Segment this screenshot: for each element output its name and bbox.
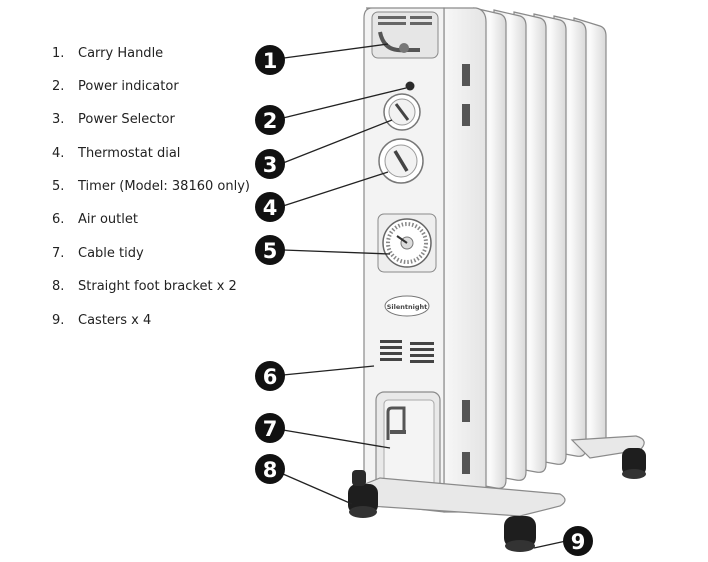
heater-side-panel [443,7,487,513]
legend-number: 1. [52,46,65,61]
callout-number: 8 [263,458,278,482]
callout-badge-7: 7 [255,413,285,443]
legend-label: Carry Handle [78,46,164,61]
legend-number: 9. [52,313,65,328]
callout-badge-1: 1 [255,45,285,75]
leader-line-8 [282,473,353,505]
leader-line-5 [282,249,391,255]
callout-number: 9 [571,530,586,554]
legend-item-power-indicator: 2. Power indicator [52,79,179,95]
caster-back-left [352,470,366,486]
callout-number: 2 [263,109,278,133]
legend-label: Straight foot bracket x 2 [78,279,237,294]
leader-line-2 [282,87,407,119]
timer-graphic [377,213,437,273]
power-indicator-light [405,81,415,91]
callout-badge-3: 3 [255,149,285,179]
left-foot-bracket [348,477,566,517]
callout-badge-5: 5 [255,235,285,265]
legend-number: 3. [52,112,65,127]
legend-item-carry-handle: 1. Carry Handle [52,46,163,62]
air-outlet-vents [380,340,434,363]
brand-name: Silentnight [387,303,428,311]
legend-number: 6. [52,212,65,227]
callout-number: 5 [263,239,278,263]
callout-badge-2: 2 [255,105,285,135]
caster-left [348,484,378,518]
parts-legend: 1. Carry Handle 2. Power indicator 3. Power… [0,0,260,562]
cable-tidy-graphic [375,391,441,505]
legend-number: 4. [52,146,65,161]
legend-number: 8. [52,279,65,294]
power-selector-dial [383,93,421,131]
leader-lines [282,43,567,549]
callout-badge-4: 4 [255,192,285,222]
legend-label: Thermostat dial [78,146,181,161]
legend-item-casters: 9. Casters x 4 [52,313,151,329]
legend-label: Power indicator [78,79,179,94]
leader-line-1 [283,43,389,59]
legend-number: 5. [52,179,65,194]
caster-right-back [622,448,646,479]
legend-item-cable-tidy: 7. Cable tidy [52,246,144,262]
legend-label: Casters x 4 [78,313,152,328]
leader-line-4 [282,171,389,207]
callout-badge-9: 9 [563,526,593,556]
callout-number: 4 [263,196,278,220]
legend-label: Timer (Model: 38160 only) [78,179,250,194]
thermostat-dial [378,138,424,184]
legend-item-thermostat-dial: 4. Thermostat dial [52,146,180,162]
radiator-fins [473,7,607,489]
callout-number: 6 [263,365,278,389]
callout-badge-8: 8 [255,454,285,484]
carry-handle-graphic [371,11,439,59]
legend-label: Power Selector [78,112,175,127]
legend-label: Air outlet [78,212,138,227]
callout-number: 1 [263,49,278,73]
legend-number: 7. [52,246,65,261]
callout-number: 7 [263,417,278,441]
legend-number: 2. [52,79,65,94]
legend-label: Cable tidy [78,246,144,261]
leader-line-9 [533,540,567,549]
leader-line-3 [282,119,393,164]
legend-item-foot-bracket: 8. Straight foot bracket x 2 [52,279,237,295]
legend-item-air-outlet: 6. Air outlet [52,212,138,228]
leader-line-6 [282,365,375,376]
callout-number: 3 [263,153,278,177]
leader-line-7 [282,429,391,449]
legend-item-timer: 5. Timer (Model: 38160 only) [52,179,250,195]
brand-plate: Silentnight [384,295,430,317]
callout-badge-6: 6 [255,361,285,391]
legend-item-power-selector: 3. Power Selector [52,112,175,128]
caster-right-front [504,516,536,552]
